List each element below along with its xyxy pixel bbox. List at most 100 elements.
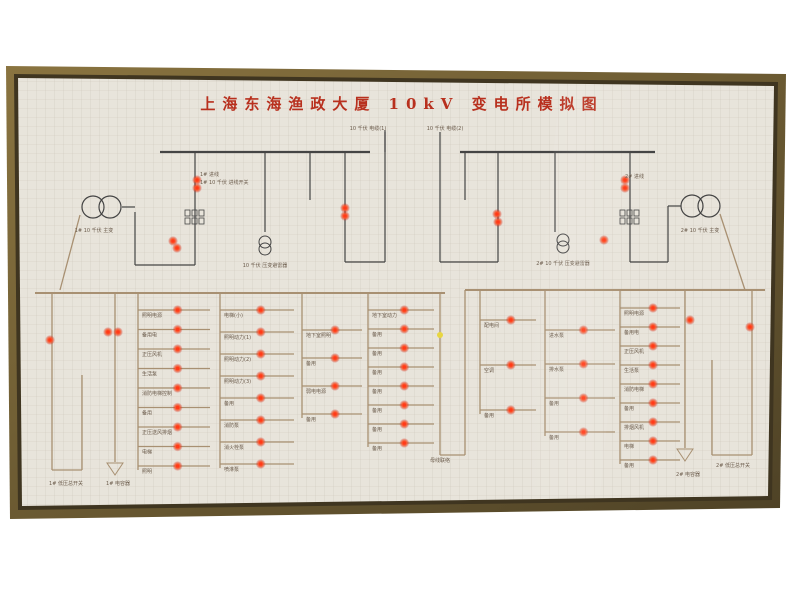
lamp-dot (258, 374, 263, 378)
bus-tie-lamp (437, 332, 443, 338)
feeder-label: 正压送风排烟 (142, 429, 172, 436)
lv-drop-right (719, 213, 746, 291)
label-right-cable: 10 千伏 电缆(2) (427, 125, 464, 132)
feeder-label: 照明动力(3) (224, 378, 251, 385)
feeder-label: 配电间 (484, 322, 499, 329)
lamp-dot (651, 306, 655, 310)
label-left-incoming-1: 1# 进线 (200, 171, 219, 178)
feeder-label: 备用 (224, 400, 234, 407)
feeder-label: 照明电源 (624, 310, 644, 317)
feeder-label: 消防电梯控制 (142, 390, 172, 397)
lamp-dot (651, 325, 655, 329)
label-left-cable: 10 千伏 电缆(1) (350, 125, 387, 132)
lamp-dot (651, 363, 655, 367)
lamp-dot (195, 186, 199, 190)
feeder-label: 排烟风机 (624, 424, 644, 431)
lamp-dot (333, 328, 337, 332)
switch-box-10 (626, 217, 633, 225)
right-transformer-symbol (680, 194, 721, 218)
feeder-label: 照明 (142, 469, 152, 475)
feeder-label: 备用电 (142, 332, 157, 339)
feeder-label: 备用 (306, 360, 316, 367)
feeder-label: 消防泵 (224, 422, 239, 429)
lamp-dot (651, 344, 655, 348)
label-bus-tie: 母线联络 (430, 457, 450, 464)
lamp-dot (402, 327, 407, 331)
feeder-label: 生活泵 (142, 371, 157, 378)
label-right-transformer: 2# 10 千伏 主变 (681, 227, 720, 234)
lamp-dot (343, 206, 347, 210)
feeder-label: 正压风机 (624, 348, 644, 355)
feeder-label: 消火栓泵 (224, 444, 244, 451)
label-right-incoming-1: 2# 进线 (625, 173, 644, 180)
lamp-dot (402, 403, 407, 407)
feeder-label: 地下室动力 (372, 312, 397, 319)
feeder-label: 备用 (372, 331, 382, 338)
lv-drop-left (59, 214, 81, 291)
feeder-label: 照明电源 (142, 312, 162, 319)
lamp-dot (402, 384, 407, 388)
lamp-dot (106, 330, 110, 334)
feeder-label: 电梯(小) (224, 312, 243, 319)
lamp-dot (509, 363, 513, 367)
feeder-label: 备用 (372, 445, 382, 452)
lamp-dot (402, 422, 407, 426)
switch-box-2 (198, 209, 205, 217)
lamp-dot (333, 412, 337, 416)
feeder-label: 地下室照明 (306, 332, 331, 339)
lamp-dot (651, 458, 655, 462)
lamp-dot (175, 386, 180, 390)
left-capacitor-symbol (106, 462, 124, 476)
lamp-dot (651, 420, 655, 424)
switch-box-1 (191, 209, 198, 217)
left-transformer-symbol (81, 195, 122, 219)
feeder-label: 备用 (372, 407, 382, 414)
label-left-transformer: 1# 10 千伏 主变 (75, 227, 114, 234)
lamp-dot (748, 325, 752, 329)
right-capacitor-symbol (676, 448, 694, 462)
feeder-label: 消防电梯 (624, 386, 644, 393)
lamp-dot (509, 408, 513, 412)
lamp-dot (258, 352, 263, 356)
lamp-dot (175, 405, 180, 410)
lamp-dot (175, 347, 180, 351)
switch-box-5 (198, 217, 205, 225)
feeder-label: 备用 (372, 369, 382, 376)
lamp-dot (495, 212, 499, 216)
feeder-label: 照明动力(2) (224, 356, 251, 363)
lamp-dot (333, 384, 337, 388)
feeder-label: 弱电电源 (306, 388, 326, 395)
feeder-label: 电梯 (624, 443, 634, 450)
lamp-dot (175, 308, 180, 312)
label-lv-right-main: 2# 低压总开关 (716, 462, 750, 469)
lamp-dot (175, 246, 179, 250)
lamp-dot (496, 220, 500, 224)
label-lv-left-cap: 1# 电容器 (106, 480, 130, 487)
feeder-label: 喷淋泵 (224, 466, 239, 473)
lamp-dot (343, 214, 347, 218)
lamp-dot (171, 239, 175, 243)
lamp-dot (175, 425, 180, 429)
feeder-label: 备用 (624, 405, 634, 412)
lamp-dot (651, 439, 655, 443)
board-title: 上海东海渔政大厦 10kV 变电所模拟图 (200, 95, 603, 113)
switch-box-4 (191, 217, 198, 225)
lamp-dot (688, 318, 692, 322)
switch-box-3 (184, 217, 191, 225)
lamp-dot (175, 464, 180, 468)
feeder-label: 备用电 (624, 329, 639, 336)
feeder-label: 电梯 (142, 449, 152, 456)
lamp-dot (258, 396, 263, 400)
feeder-label: 备用 (372, 350, 382, 357)
label-left-incoming-2: 1# 10 千伏 进线开关 (200, 179, 249, 186)
lamp-dot (116, 330, 120, 334)
feeder-label: 备用 (306, 416, 316, 423)
lamp-dot (175, 327, 180, 332)
switch-box-8 (633, 209, 640, 217)
lamp-dot (402, 308, 407, 312)
label-lv-left-main: 1# 低压总开关 (49, 480, 83, 487)
feeder-label: 空调 (484, 367, 494, 374)
glass-glare (520, 86, 640, 497)
lamp-dot (651, 401, 655, 405)
